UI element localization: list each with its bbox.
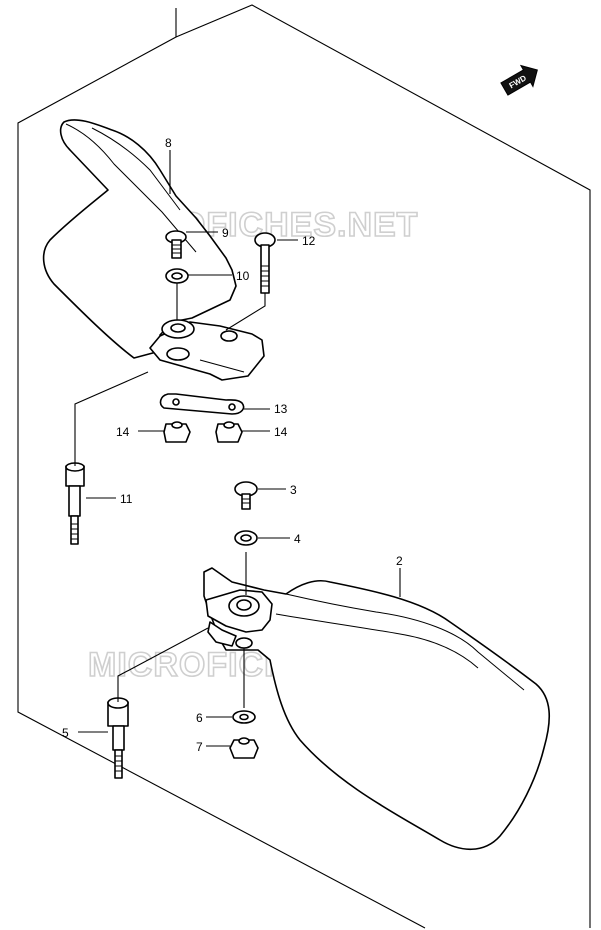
plate-13 bbox=[159, 393, 245, 415]
washer-10 bbox=[165, 268, 189, 284]
hand-guard-upper bbox=[42, 119, 265, 381]
callout-10: 10 bbox=[236, 269, 250, 283]
callout-3: 3 bbox=[290, 483, 297, 497]
callout-14-left: 14 bbox=[116, 425, 130, 439]
callout-2: 2 bbox=[396, 554, 403, 568]
screw-9 bbox=[165, 230, 187, 259]
nut-14-right bbox=[215, 421, 243, 443]
diagram-frame bbox=[17, 4, 591, 929]
washer-6 bbox=[232, 710, 256, 724]
screw-3 bbox=[234, 481, 258, 510]
forward-arrow-icon: FWD bbox=[500, 64, 538, 96]
callout-13: 13 bbox=[274, 402, 288, 416]
callout-14-right: 14 bbox=[274, 425, 288, 439]
callout-5: 5 bbox=[62, 726, 69, 740]
nut-7 bbox=[229, 737, 259, 759]
callout-7: 7 bbox=[196, 740, 203, 754]
bolt-5 bbox=[107, 697, 129, 779]
callout-12: 12 bbox=[302, 234, 316, 248]
hand-guard-lower bbox=[203, 567, 551, 850]
callout-8: 8 bbox=[165, 136, 172, 150]
callout-6: 6 bbox=[196, 711, 203, 725]
bolt-11 bbox=[65, 462, 85, 545]
callout-11: 11 bbox=[120, 492, 133, 506]
callout-9: 9 bbox=[222, 226, 229, 240]
nut-14-left bbox=[163, 421, 191, 443]
washer-4 bbox=[234, 530, 258, 546]
leader-lines bbox=[74, 150, 401, 747]
bolt-12 bbox=[254, 232, 276, 294]
callout-4: 4 bbox=[294, 532, 301, 546]
